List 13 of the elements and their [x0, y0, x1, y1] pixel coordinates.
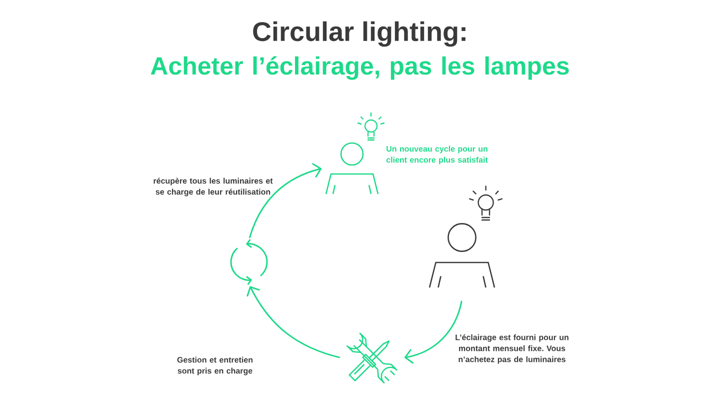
subtitle: Acheter l’éclairage, pas les lampes [150, 56, 569, 80]
note-text: Gestion et entretien sont pris en charge [177, 356, 252, 376]
tools-icon [346, 332, 398, 384]
person-drawing [428, 186, 503, 288]
note-text: L’éclairage est fourni pour un montant mensuel fixe. Vous n’achetez pas de luminaires [456, 334, 568, 364]
note-text: récupère tous les luminaires et se charge de leur réutilisation [154, 178, 273, 196]
cycle-icon [230, 239, 268, 285]
title: Circular lighting: [253, 21, 466, 47]
arrow [248, 162, 322, 238]
arrow [246, 286, 340, 358]
arrow [404, 300, 462, 364]
note-text: Un nouveau cycle pour un client encore plus satisfait [386, 146, 488, 164]
person-drawing [325, 112, 385, 195]
